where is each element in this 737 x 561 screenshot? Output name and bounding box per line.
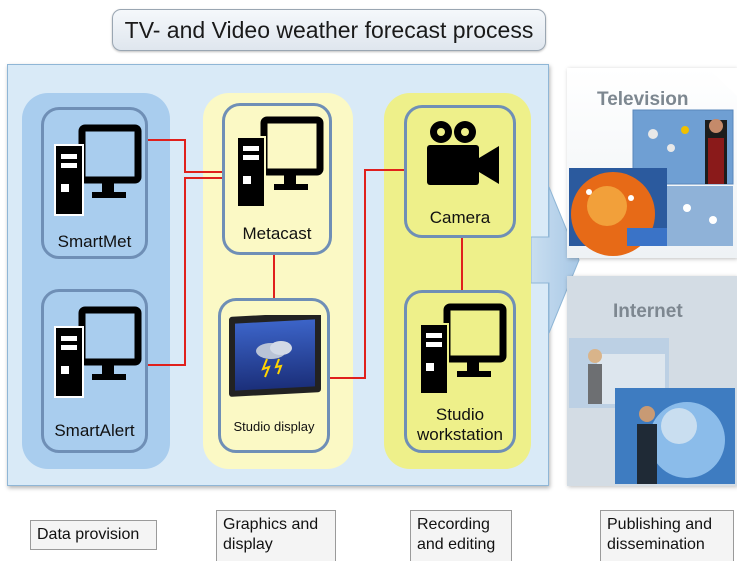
caption-data-provision: Data provision: [30, 520, 157, 550]
studio-display-node: Studio display: [218, 298, 330, 453]
camera-node: Camera: [404, 105, 516, 238]
connector-smartmet-metacast: [148, 139, 222, 173]
computer-icon: [54, 124, 142, 216]
caption-graphics-display: Graphics and display: [216, 510, 336, 561]
metacast-label: Metacast: [242, 224, 312, 243]
caption-graphics-line2: display: [223, 536, 273, 553]
smartmet-label: SmartMet: [57, 232, 132, 251]
studio-display-label: Studio display: [233, 419, 315, 434]
caption-recording-editing: Recording and editing: [410, 510, 512, 561]
caption-publishing-line2: dissemination: [607, 536, 705, 553]
internet-label: Internet: [613, 301, 683, 322]
output-arrow: [531, 186, 580, 334]
studio-workstation-label-line1: Studio: [435, 405, 485, 424]
smartmet-node: SmartMet: [41, 107, 148, 259]
computer-icon: [236, 116, 324, 208]
smartalert-node: SmartAlert: [41, 289, 148, 453]
display-screen-icon: [229, 315, 321, 397]
internet-output: Internet: [567, 276, 737, 486]
computer-icon: [54, 306, 142, 398]
studio-workstation-label-line2: workstation: [417, 425, 503, 444]
caption-recording-line1: Recording: [417, 516, 490, 533]
internet-thumbnails: [569, 338, 735, 484]
caption-graphics-line1: Graphics and: [223, 516, 319, 533]
television-output: Television: [567, 68, 737, 258]
metacast-node: Metacast: [222, 103, 332, 255]
caption-publishing: Publishing and dissemination: [600, 510, 734, 561]
television-thumbnails: [569, 68, 737, 256]
connector-smartalert-metacast: [148, 177, 222, 366]
connector-display-camera: [328, 169, 404, 379]
caption-recording-line2: and editing: [417, 536, 496, 553]
studio-workstation-node: Studio workstation: [404, 290, 516, 453]
computer-icon: [419, 303, 507, 395]
diagram-title: TV- and Video weather forecast process: [112, 9, 546, 51]
studio-workstation-label: Studio workstation: [407, 405, 513, 445]
video-camera-icon: [427, 121, 499, 185]
smartalert-label: SmartAlert: [54, 421, 135, 440]
caption-publishing-line1: Publishing and: [607, 516, 712, 533]
camera-label: Camera: [429, 208, 491, 227]
television-label: Television: [597, 89, 689, 110]
